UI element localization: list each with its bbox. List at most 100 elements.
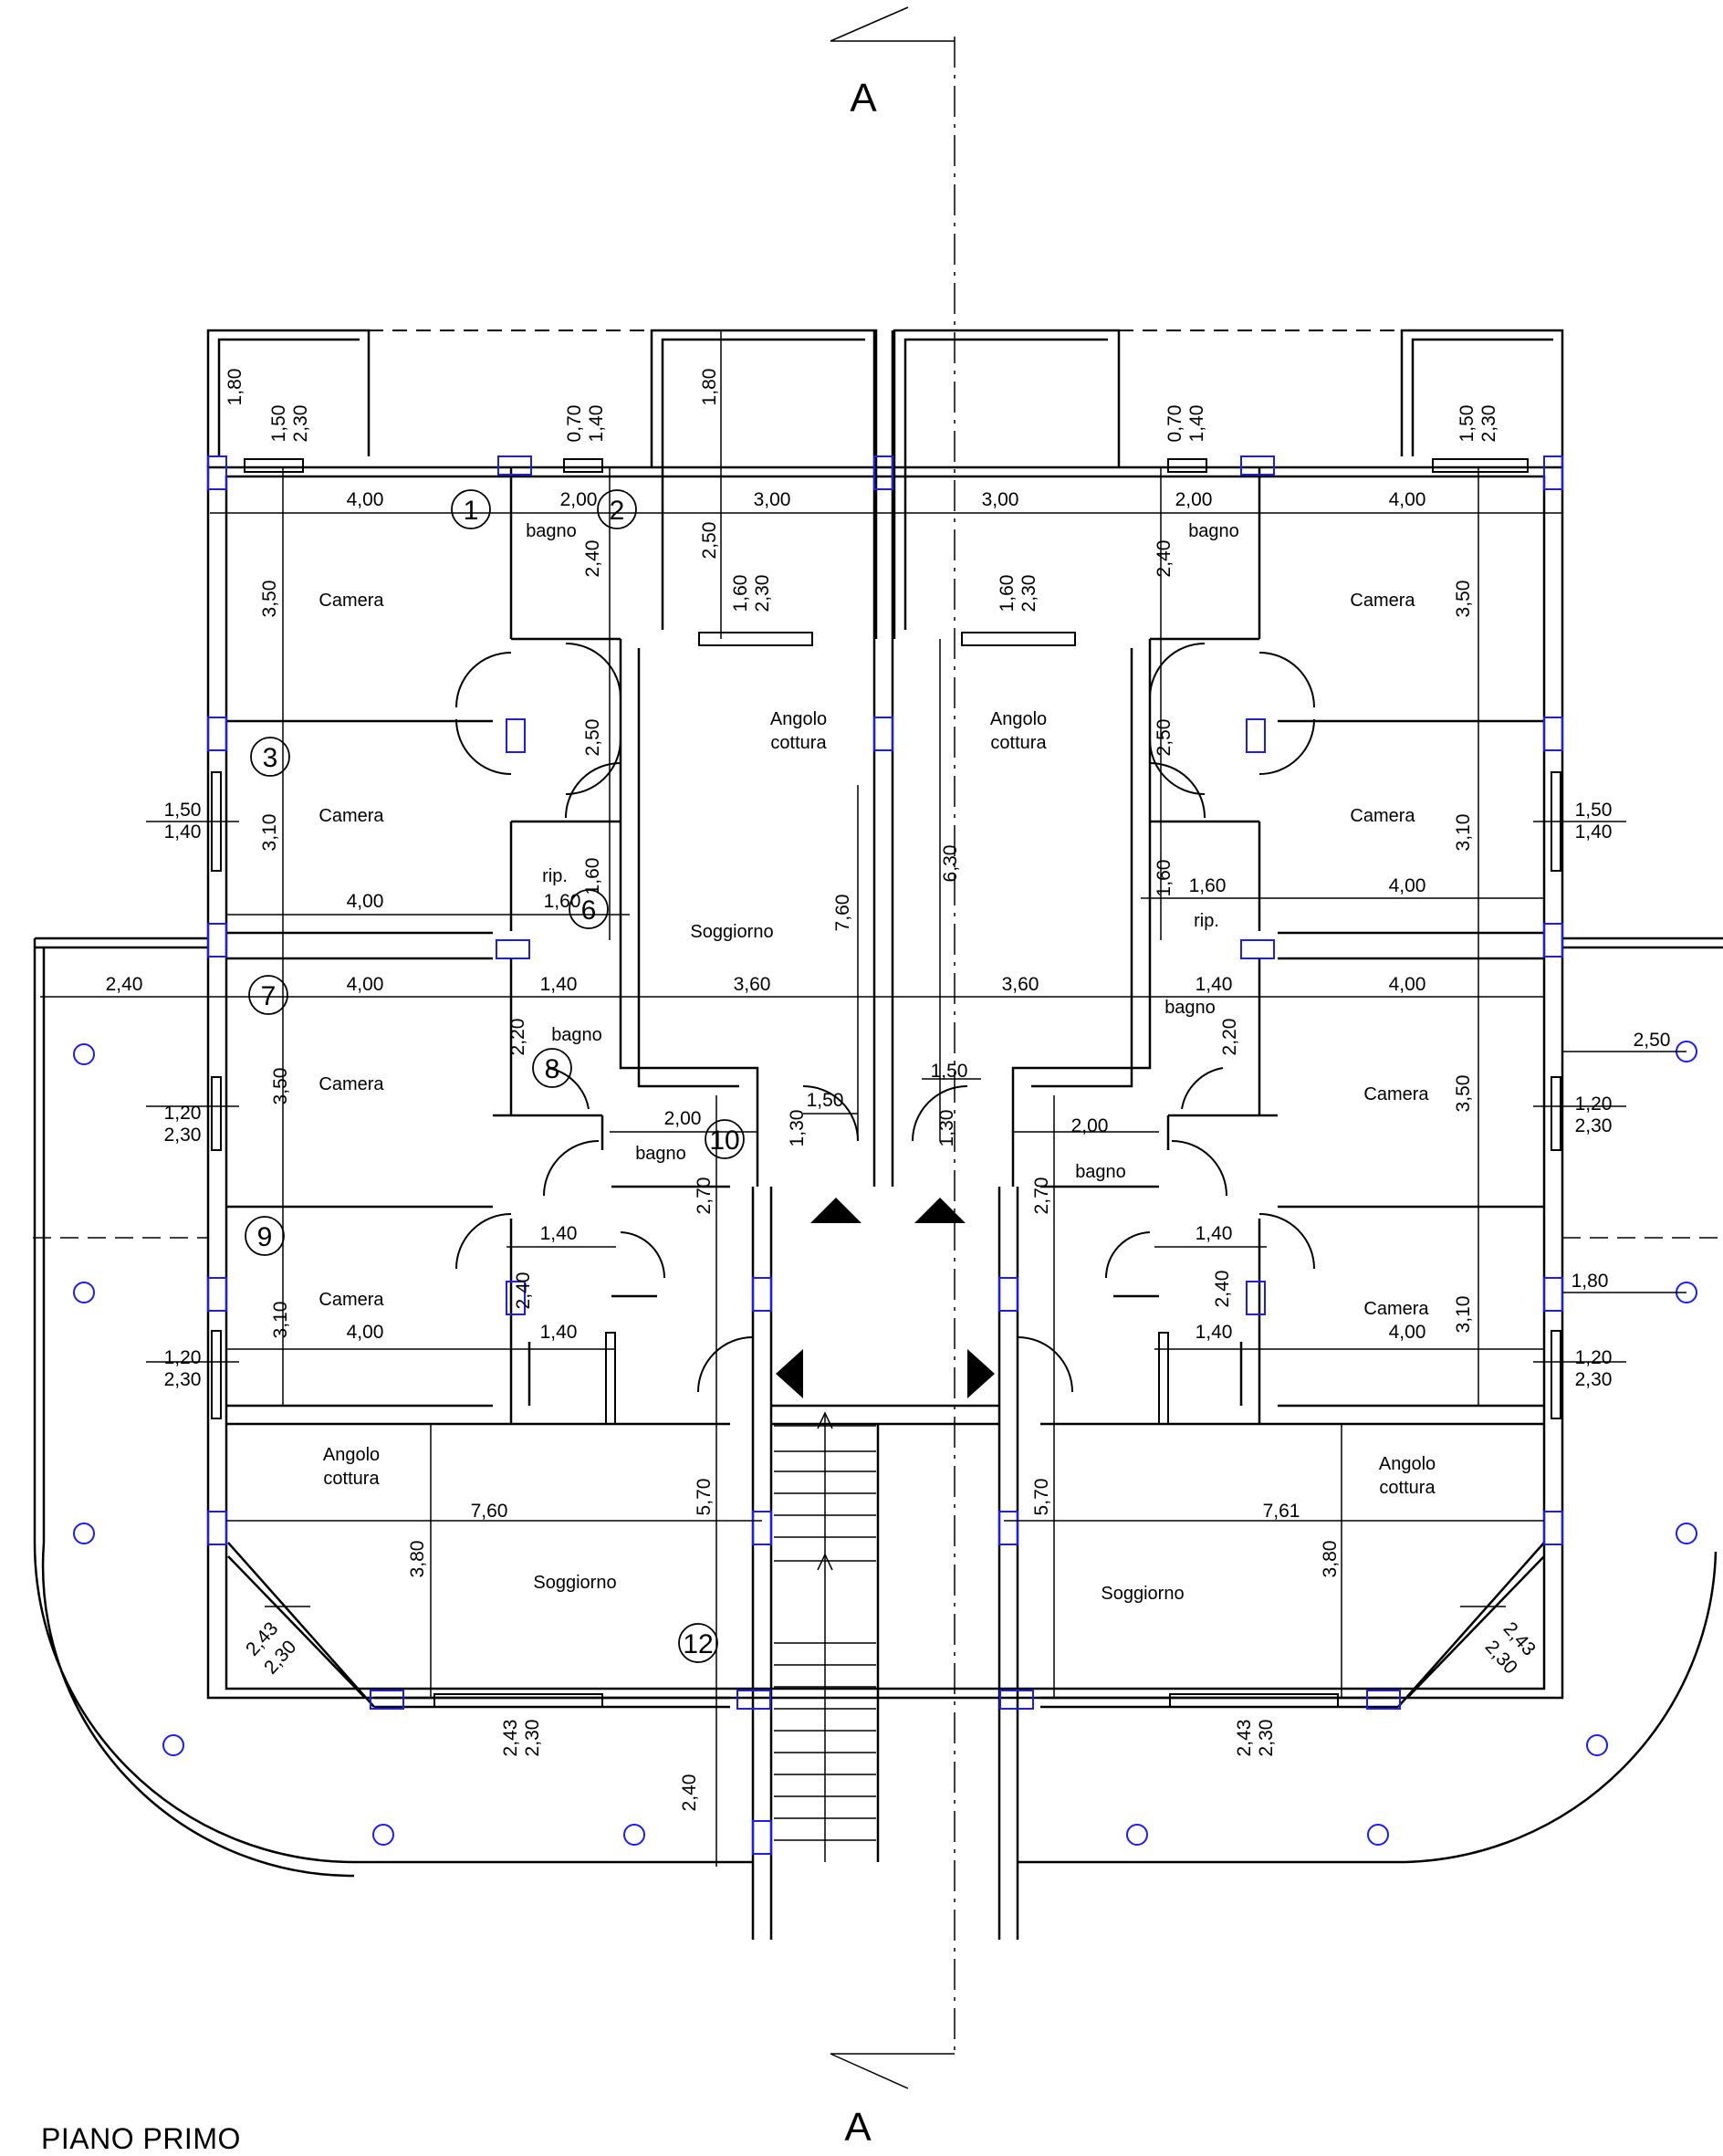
dim-label: 1,60	[1154, 860, 1175, 897]
dim-label: 2,40	[679, 1774, 700, 1812]
dim-label: 1,20	[164, 1103, 202, 1124]
dim-label: 1,50	[1457, 405, 1478, 443]
dim-label: 3,00	[754, 489, 791, 510]
dim-label: 4,00	[1389, 974, 1426, 995]
room-bagno: bagno	[1075, 1162, 1126, 1182]
dim-label: 5,70	[694, 1479, 715, 1516]
dim-label: 5,70	[1031, 1479, 1052, 1516]
room-angolo: Angolo	[990, 709, 1047, 729]
dim-label: 1,20	[1575, 1347, 1613, 1368]
dim-label: 4,00	[347, 1322, 384, 1343]
room-camera: Camera	[318, 806, 384, 826]
dim-label: 1,40	[586, 405, 607, 443]
dim-label: 1,40	[1196, 974, 1233, 995]
dim-label: 7,60	[471, 1501, 508, 1522]
dim-label: 1,60	[1189, 875, 1227, 896]
staircase	[774, 1411, 876, 1862]
dim-label: 3,60	[1002, 974, 1039, 995]
room-soggiorno: Soggiorno	[690, 922, 773, 942]
room-camera: Camera	[1363, 1299, 1429, 1319]
dim-label: 1,50	[931, 1061, 968, 1082]
room-bagno: bagno	[635, 1144, 686, 1164]
dim-label: 1,40	[540, 1322, 578, 1343]
dim-label: 3,50	[259, 581, 280, 618]
marker-9: 9	[257, 1222, 273, 1252]
room-camera: Camera	[318, 591, 384, 611]
dim-label: 1,80	[225, 369, 245, 406]
room-cottura: cottura	[770, 733, 827, 753]
marker-12: 12	[683, 1629, 713, 1659]
dim-label: 2,30	[164, 1125, 202, 1146]
dim-label: 3,00	[982, 489, 1019, 510]
dim-label: 2,30	[1256, 1720, 1277, 1757]
dim-label: 1,80	[1572, 1271, 1609, 1292]
room-rip: rip.	[1194, 911, 1219, 931]
dim-label: 4,00	[1389, 489, 1426, 510]
dim-label: 3,50	[1453, 581, 1474, 618]
dim-label: 7,61	[1263, 1501, 1300, 1522]
dim-label: 2,40	[1212, 1271, 1233, 1308]
dim-label: 2,50	[699, 522, 720, 560]
dim-label: 2,30	[1575, 1369, 1613, 1390]
entry-arrows	[776, 1198, 995, 1398]
dim-label: 2,00	[1071, 1115, 1109, 1136]
dim-label: 2,40	[106, 974, 143, 995]
dim-label: 2,20	[1219, 1019, 1240, 1056]
room-bagno: bagno	[1188, 521, 1239, 541]
dim-label: 2,40	[582, 540, 603, 578]
dim-label: 1,50	[268, 405, 289, 443]
dim-label: 2,43	[1234, 1720, 1255, 1757]
dim-label: 0,70	[1164, 405, 1185, 443]
room-angolo: Angolo	[1379, 1454, 1436, 1474]
marker-2: 2	[610, 496, 625, 526]
dim-label: 3,10	[259, 814, 280, 852]
dim-label: 0,70	[564, 405, 585, 443]
dim-label: 2,00	[1175, 489, 1213, 510]
dim-label: 1,50	[1575, 800, 1613, 821]
room-camera: Camera	[1350, 591, 1415, 611]
room-camera: Camera	[1363, 1084, 1429, 1104]
section-mark-top: A	[850, 76, 877, 120]
marker-labels: 1 2 3 6 7 8 9 10 12	[257, 496, 740, 1659]
dim-label: 2,40	[513, 1272, 534, 1310]
dim-label: 2,50	[582, 719, 603, 757]
dimension-lines	[33, 330, 1723, 1867]
room-angolo: Angolo	[770, 709, 827, 729]
dimension-labels: 4,00 2,00 3,00 3,00 2,00 4,00 4,00 1,60 …	[106, 489, 1671, 1522]
marker-7: 7	[261, 981, 277, 1011]
dim-label: 1,60	[582, 858, 603, 895]
terrace-columns	[73, 1041, 1697, 1846]
room-rip: rip.	[542, 866, 568, 886]
dim-label: 2,30	[164, 1369, 202, 1390]
markers	[245, 489, 745, 1663]
dim-label: 4,00	[347, 489, 384, 510]
dim-label: 1,40	[1186, 405, 1207, 443]
room-soggiorno: Soggiorno	[533, 1573, 616, 1593]
marker-1: 1	[464, 496, 479, 526]
dim-label: 1,40	[540, 1223, 578, 1244]
dim-label: 3,80	[1320, 1541, 1341, 1578]
dim-label: 2,30	[1478, 405, 1499, 443]
room-camera: Camera	[1350, 806, 1415, 826]
room-camera: Camera	[318, 1290, 384, 1310]
dim-label: 7,60	[832, 895, 853, 932]
dim-label: 3,80	[407, 1541, 428, 1578]
room-labels: Camera Camera Camera Camera Camera Camer…	[318, 521, 1436, 1604]
window-marks	[207, 455, 1563, 1855]
dim-label: 2,70	[1031, 1177, 1052, 1215]
dim-label: 2,00	[664, 1108, 702, 1129]
dim-label: 2,30	[752, 575, 773, 612]
dim-label: 2,70	[694, 1177, 715, 1215]
dim-label: 1,60	[997, 575, 1018, 612]
dim-label: 1,40	[164, 822, 202, 843]
dim-label: 4,00	[1389, 1322, 1426, 1343]
dim-label: 1,40	[1196, 1322, 1233, 1343]
dim-label: 3,50	[1453, 1075, 1474, 1113]
dim-label: 3,10	[270, 1302, 291, 1339]
dim-label: 3,60	[734, 974, 771, 995]
dim-label: 3,10	[1453, 1296, 1474, 1334]
marker-3: 3	[263, 743, 278, 773]
dim-label: 2,30	[1018, 575, 1039, 612]
dim-label: 6,30	[940, 845, 961, 883]
